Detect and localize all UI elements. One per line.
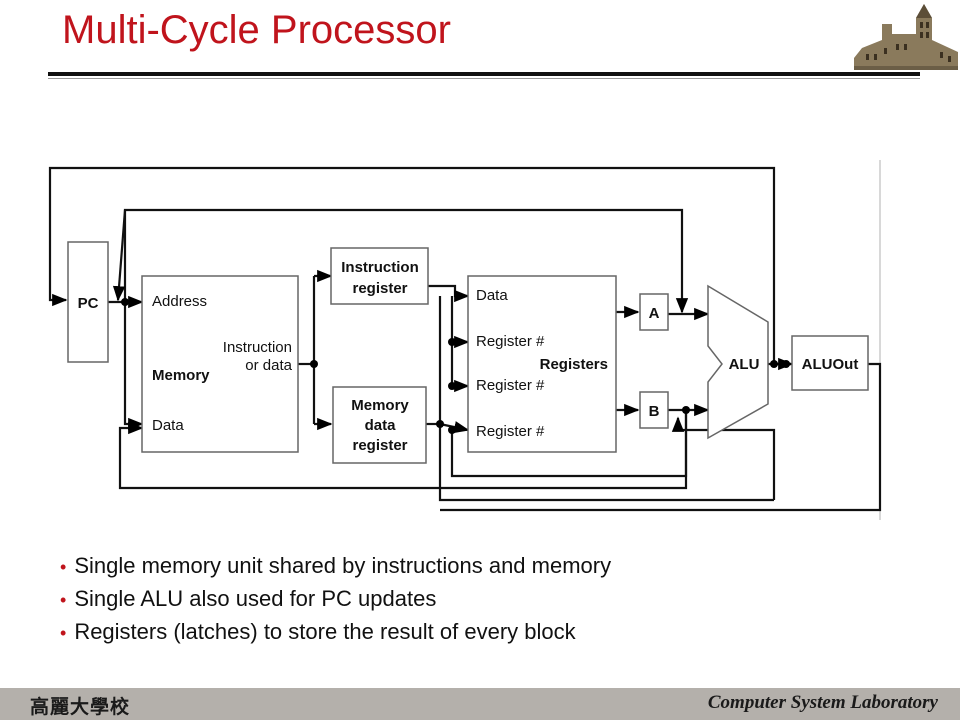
a-register-block [639,293,669,331]
pc-block [67,241,109,363]
mdr-label-line1: Memory [351,397,409,414]
instruction-register-block [330,247,429,305]
bullet-dot-icon: • [60,590,67,610]
ir-label-line1: Instruction [341,259,419,276]
registers-reg1-label: Register # [476,333,545,350]
bullet-dot-icon: • [60,623,67,643]
title-underline-thin [48,78,920,79]
footer-lab-name: Computer System Laboratory [707,692,938,713]
bullet-item: •Registers (latches) to store the result… [60,619,576,644]
b-register-block [639,391,669,429]
bullet-item: •Single ALU also used for PC updates [60,586,437,611]
memory-block [141,275,299,453]
mdr-label-line3: register [352,437,407,454]
page-title: Multi-Cycle Processor [62,8,451,52]
bullet-list: •Single memory unit shared by instructio… [60,550,611,649]
memory-output-line1: Instruction [223,339,292,356]
registers-reg2-label: Register # [476,377,545,394]
aluout-block [791,335,869,391]
datapath-diagram: PC Address Memory Data Instruction or da… [48,160,882,520]
ir-label-line2: register [352,280,407,297]
footer-bar: 高麗大學校 Computer System Laboratory [0,688,960,720]
registers-label: Registers [540,356,608,373]
registers-block [467,275,617,453]
title-underline [48,72,920,76]
a-label: A [649,305,660,322]
memory-data-label: Data [152,417,184,434]
pc-label: PC [78,295,99,312]
b-label: B [649,403,660,420]
mdr-label-line2: data [365,417,397,434]
bullet-item: •Single memory unit shared by instructio… [60,553,612,578]
aluout-label: ALUOut [802,356,859,373]
memory-address-label: Address [152,293,207,310]
memory-data-register-block [332,386,427,464]
alu-label: ALU [729,356,760,373]
memory-label: Memory [152,367,210,384]
registers-reg3-label: Register # [476,423,545,440]
alu-block [707,284,769,440]
registers-data-label: Data [476,287,508,304]
memory-output-line2: or data [245,357,292,374]
university-building-logo [852,0,960,72]
bullet-dot-icon: • [60,557,67,577]
footer-university-name: 高麗大學校 [30,696,131,718]
